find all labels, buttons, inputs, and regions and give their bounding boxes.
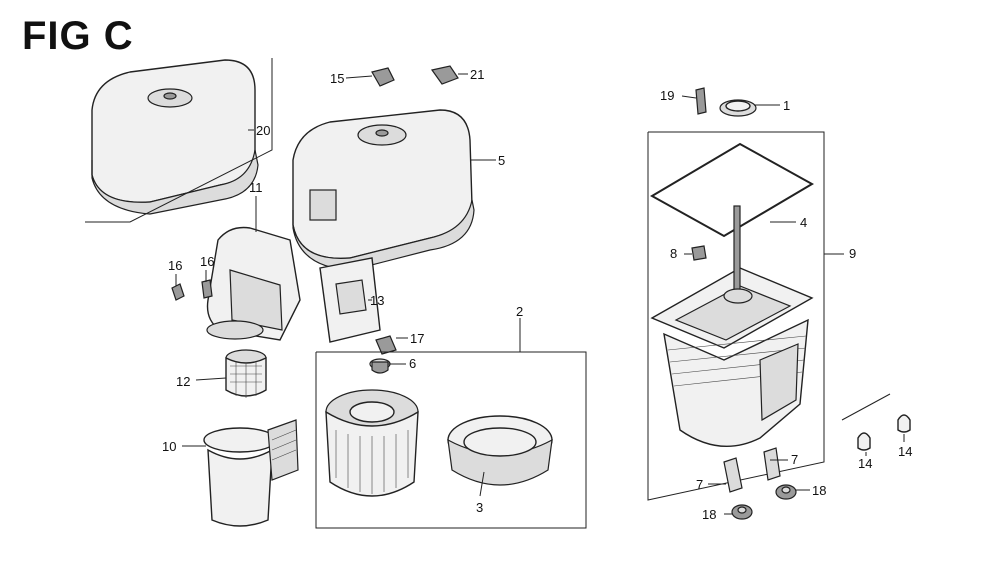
callout-2: 2 (516, 304, 523, 319)
callout-17: 17 (410, 331, 424, 346)
part-16-bolt-a (171, 283, 185, 301)
part-16-bolt-b (201, 279, 213, 299)
part-17-clip (375, 335, 397, 355)
callout-15: 15 (330, 71, 344, 86)
part-12-screen (225, 349, 267, 398)
part-11-elbow (206, 226, 301, 341)
callout-16a: 16 (168, 258, 182, 273)
callout-8: 8 (670, 246, 677, 261)
part-7-pipe-b (763, 447, 781, 481)
bracket-14 (841, 393, 891, 421)
callout-10: 10 (162, 439, 176, 454)
part-18-nut-a (731, 504, 753, 520)
part-14-grommet-b (897, 414, 911, 433)
bracket-20 (85, 58, 273, 223)
callout-3: 3 (476, 500, 483, 515)
part-15-clip (371, 67, 395, 87)
callout-21: 21 (470, 67, 484, 82)
callout-14a: 14 (858, 456, 872, 471)
callout-7b: 7 (791, 452, 798, 467)
callout-labels: 1 2 3 4 5 6 7 7 8 9 10 11 12 13 14 14 15… (162, 67, 912, 522)
callout-18b: 18 (812, 483, 826, 498)
figure-title: FIG C (22, 14, 134, 58)
bracket-2 (315, 351, 587, 529)
part-18-nut-b (775, 484, 797, 500)
part-3-prefilter (447, 415, 553, 486)
part-2-element (325, 389, 419, 497)
callout-7a: 7 (696, 477, 703, 492)
part-1-ring (719, 99, 757, 117)
callout-18a: 18 (702, 507, 716, 522)
part-6-nut (369, 358, 391, 374)
callout-13: 13 (370, 293, 384, 308)
callout-6: 6 (409, 356, 416, 371)
part-4-seal (649, 142, 815, 238)
bracket-9 (647, 131, 825, 501)
callout-14b: 14 (898, 444, 912, 459)
callout-1: 1 (783, 98, 790, 113)
leader-lines (175, 73, 905, 515)
callout-9: 9 (849, 246, 856, 261)
part-8-clip (691, 245, 707, 261)
part-10-base (203, 419, 299, 527)
callout-16b: 16 (200, 254, 214, 269)
part-20-cover (91, 59, 259, 215)
part-14-grommet-a (857, 432, 871, 451)
callout-20: 20 (256, 123, 270, 138)
part-5-cover (292, 109, 475, 271)
part-7-pipe-a (723, 457, 743, 493)
part-21-clip (430, 65, 459, 85)
part-13-gasket (319, 257, 381, 343)
part-19-bolt (695, 87, 707, 115)
callout-19: 19 (660, 88, 674, 103)
callout-4: 4 (800, 215, 807, 230)
callout-5: 5 (498, 153, 505, 168)
part-9-housing (650, 205, 814, 448)
callout-11: 11 (249, 180, 263, 195)
callout-12: 12 (176, 374, 190, 389)
